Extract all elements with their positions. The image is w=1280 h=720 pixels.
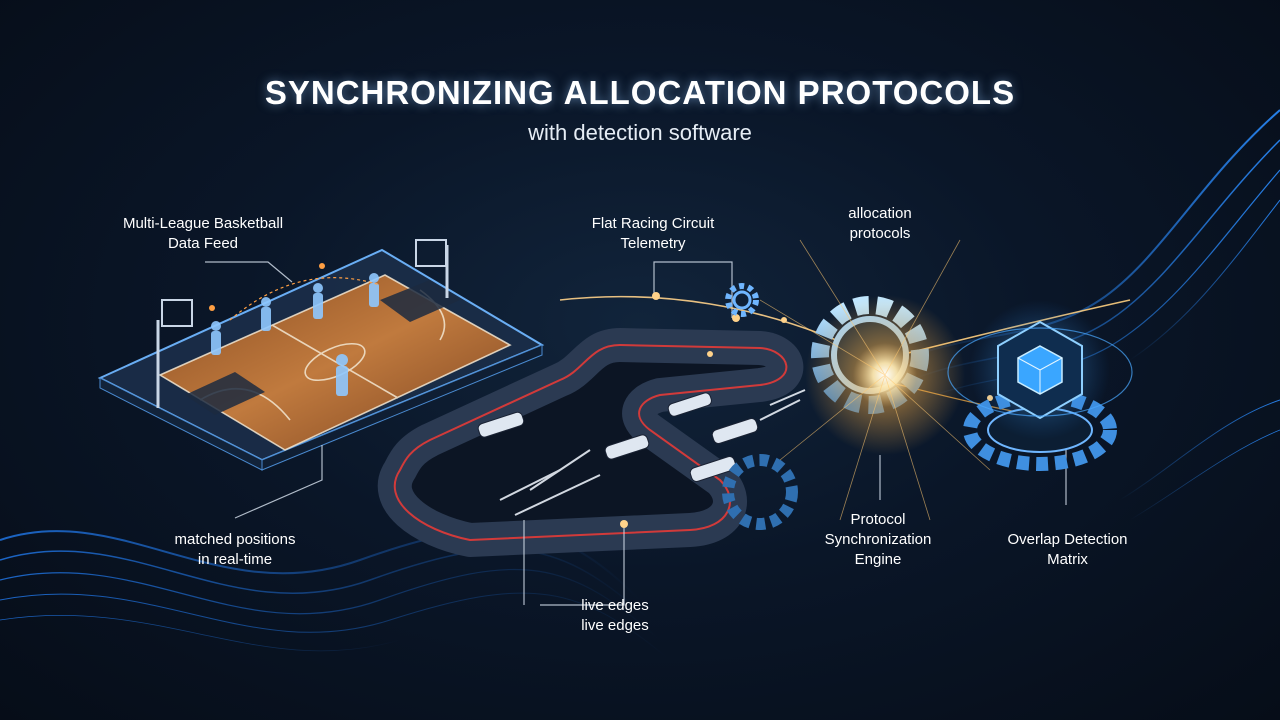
label-allocation-protocols: allocation protocols xyxy=(848,205,912,242)
basketball-court xyxy=(97,239,545,471)
small-gear-icon xyxy=(725,283,759,317)
flare-rays xyxy=(759,239,991,521)
detection-matrix-cube xyxy=(947,300,1133,440)
label-basketball-feed: Multi-League Basketball Data Feed xyxy=(122,215,284,252)
label-matched-positions: matched positions in real-time xyxy=(174,531,296,568)
racing-circuit xyxy=(377,328,806,557)
right-wave-lines xyxy=(899,109,1280,521)
label-live-edges: live edges live edges xyxy=(581,597,649,634)
lower-gear-icon xyxy=(722,454,798,530)
label-overlap-matrix: Overlap Detection Matrix xyxy=(1007,531,1128,568)
page-title: SYNCHRONIZING ALLOCATION PROTOCOLS xyxy=(264,74,1016,111)
label-racing-telemetry: Flat Racing Circuit Telemetry xyxy=(591,215,715,252)
page-subtitle: with detection software xyxy=(528,120,752,145)
label-sync-engine: Protocol Synchronization Engine xyxy=(824,511,932,568)
